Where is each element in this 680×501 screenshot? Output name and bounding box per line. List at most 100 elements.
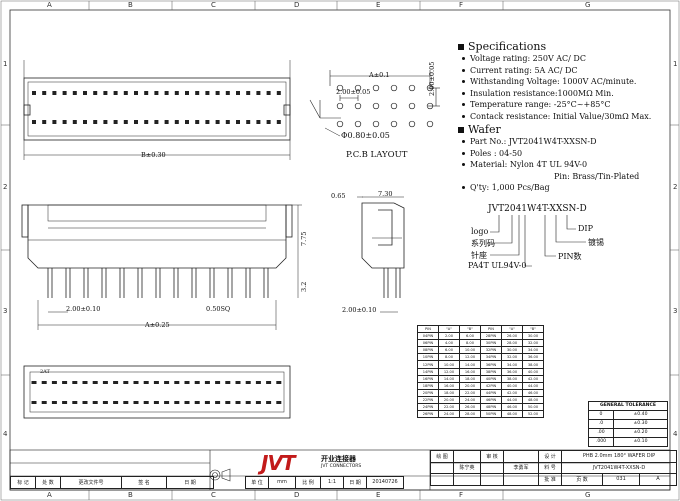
bottom-pin	[204, 401, 210, 404]
pcb-hole	[372, 102, 380, 110]
dim-front-pin-size: 0.50SQ	[206, 305, 231, 313]
spec-contact: Contack resistance: Initial Value/30mΩ M…	[470, 111, 652, 121]
bottom-pin	[153, 401, 159, 404]
top-pin	[83, 120, 87, 124]
bottom-pin	[215, 381, 221, 384]
bottom-pin	[276, 401, 282, 404]
pin-table-cell: 22.00	[438, 403, 460, 412]
pin-table-cell: 48.00	[501, 410, 523, 419]
bottom-pin	[51, 401, 57, 404]
pin-table-cell: 40PIN	[480, 374, 502, 383]
pcb-hole	[426, 102, 434, 110]
top-pin	[185, 91, 189, 95]
pin-table-cell: 50.00	[522, 403, 544, 412]
pin-table-cell: 32PIN	[480, 346, 502, 355]
bottom-pin	[245, 381, 251, 384]
pin-table-cell: 08PIN	[417, 346, 439, 355]
pin-table-cell: 30.00	[501, 346, 523, 355]
pin-table-cell: 28.00	[501, 339, 523, 348]
unit-value: mm	[268, 476, 296, 489]
top-pin	[93, 91, 98, 95]
dim-front-a: A±0.25	[145, 321, 170, 329]
part-header-label: 针座	[471, 251, 487, 260]
pin-table-cell: 42PIN	[480, 381, 502, 390]
pin-table-cell: PIN	[480, 324, 502, 334]
pcb-hole	[390, 84, 398, 92]
bottom-pin	[113, 381, 119, 384]
zone-col-f: F	[459, 1, 464, 9]
pin-table-cell: 42.00	[522, 374, 544, 383]
top-pin	[266, 120, 271, 124]
pin-table-cell: 16.00	[459, 367, 481, 376]
tolerance-digits: .00	[588, 428, 614, 438]
pin-table-cell: "B"	[459, 324, 481, 334]
pcb-layout-title: P.C.B LAYOUT	[346, 150, 408, 160]
dim-front-pitch: 2.00±0.10	[66, 305, 101, 313]
pcb-hole	[336, 120, 344, 128]
pin-table-cell: 50PIN	[480, 410, 502, 419]
pin-table-cell: 44PIN	[480, 388, 502, 397]
part-pins-label: PIN数	[558, 252, 582, 261]
pcb-hole	[354, 120, 362, 128]
pin-table-cell: 44.00	[501, 395, 523, 405]
top-pin	[276, 120, 281, 124]
bottom-pin	[143, 401, 149, 404]
part-code: JVT2041W4T-XXSN-D	[488, 204, 587, 214]
company-name-en: JVT CONNECTORS	[321, 464, 362, 469]
zone-col-c: C	[211, 1, 216, 9]
rev-sign-label: 签 名	[121, 476, 167, 489]
rev-doc-label: 更改文件号	[60, 476, 122, 489]
pcb-hole	[408, 120, 416, 128]
top-pin	[52, 91, 57, 95]
pcb-layout	[309, 70, 440, 137]
pcb-hole	[426, 84, 434, 92]
zone-col-b: B	[128, 1, 133, 9]
dim-pcb-hole: Φ0.80±0.05	[341, 131, 390, 140]
bottom-pin	[113, 401, 119, 404]
zone-col-c-bottom: C	[211, 491, 216, 499]
bottom-pin	[92, 401, 98, 404]
pin-table-cell: 36PIN	[480, 360, 502, 369]
pin-table-cell: 10.00	[459, 346, 481, 355]
tolerance-title: GENERAL TOLERANCE	[588, 401, 668, 411]
part-material-label: PA4T UL94V-0	[468, 261, 527, 270]
dim-front-775: 7.75	[300, 231, 308, 246]
pin-table-cell: 20PIN	[417, 388, 439, 397]
part-naming-leaders	[490, 215, 586, 267]
pin-table-cell: 22PIN	[417, 395, 439, 405]
scale-label: 比 例	[295, 476, 321, 489]
dim-pcb-pitch-y: 2.00±0.05	[428, 61, 436, 96]
pin-table-cell: 10PIN	[417, 353, 439, 362]
bottom-pin	[82, 401, 88, 404]
pcb-hole	[354, 102, 362, 110]
drawn-by: 陈宁英	[453, 461, 481, 474]
logo-text: JVT	[261, 451, 296, 475]
drawn-value	[453, 450, 481, 463]
pin-table-cell: 38PIN	[480, 367, 502, 376]
top-pin	[32, 91, 36, 95]
pin-table-cell: 14.00	[459, 360, 481, 369]
top-pin	[195, 91, 200, 95]
bottom-pin	[123, 381, 129, 384]
pin-table-cell: "A"	[501, 324, 523, 334]
bottom-pin	[164, 381, 170, 384]
top-pin	[144, 91, 149, 95]
pin-table-cell: PIN	[417, 324, 439, 334]
bottom-pin	[255, 381, 261, 384]
unit-scale-date-table: 单 位 mm 比 例 1:1 日 期 20140726	[245, 476, 404, 489]
part-series-label: 系列码	[471, 239, 495, 248]
top-pin	[266, 91, 271, 95]
pin-table-cell: 04PIN	[417, 332, 439, 341]
pcb-hole	[372, 84, 380, 92]
spec-current: Current rating: 5A AC/ DC	[470, 65, 578, 75]
top-pin	[103, 91, 108, 95]
tolerance-digits: .000	[588, 437, 614, 447]
bottom-pin	[153, 381, 159, 384]
top-pin	[62, 120, 67, 124]
tolerance-value: ±0.10	[613, 437, 668, 447]
pin-table-cell: 14.00	[438, 374, 460, 383]
